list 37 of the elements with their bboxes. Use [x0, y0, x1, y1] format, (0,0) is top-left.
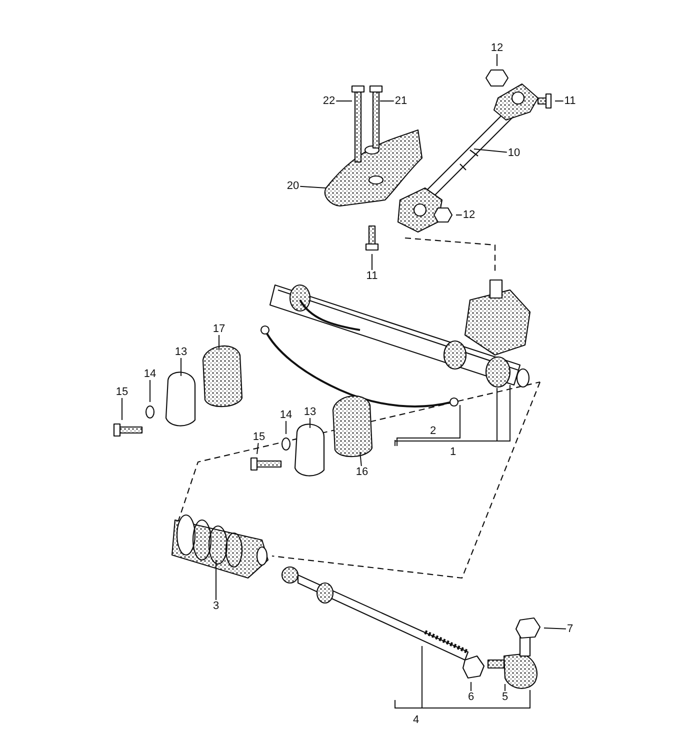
callout-number: 13 [302, 406, 318, 418]
callout-number: 2 [428, 425, 438, 437]
callout-number: 15 [114, 386, 130, 398]
callout-number: 7 [566, 623, 574, 635]
callout-number: 12 [462, 209, 476, 221]
leader-line [544, 628, 566, 630]
callout-number: 22 [322, 95, 336, 107]
leader-line [180, 358, 182, 376]
leader-line [456, 214, 462, 216]
leader-line [336, 100, 352, 102]
leader-line [380, 100, 394, 102]
callout-number: 4 [412, 714, 420, 726]
leader-line [218, 334, 220, 350]
callout-number: 11 [365, 270, 379, 282]
leader-line [474, 148, 508, 153]
callout-number: 10 [506, 147, 522, 159]
callout-number: 20 [286, 180, 300, 192]
callout-number: 14 [142, 368, 158, 380]
leader-line [470, 682, 472, 692]
leader-line [360, 452, 362, 466]
leader-line [504, 684, 506, 692]
callout-number: 15 [252, 431, 266, 443]
callout-number: 16 [354, 466, 370, 478]
callout-number: 3 [212, 600, 220, 612]
leader-line [256, 442, 259, 454]
callout-number: 21 [394, 95, 408, 107]
callout-number: 12 [490, 42, 504, 54]
leader-line [554, 100, 564, 102]
leader-line [496, 54, 498, 66]
leader-line [300, 186, 326, 188]
callout-number: 1 [448, 446, 458, 458]
callout-number: 11 [563, 95, 577, 107]
callout-number: 13 [174, 346, 188, 358]
callout-number: 17 [212, 323, 226, 335]
callout-number: 6 [466, 691, 476, 703]
callout-number: 5 [500, 691, 510, 703]
callout-number: 14 [278, 409, 294, 421]
